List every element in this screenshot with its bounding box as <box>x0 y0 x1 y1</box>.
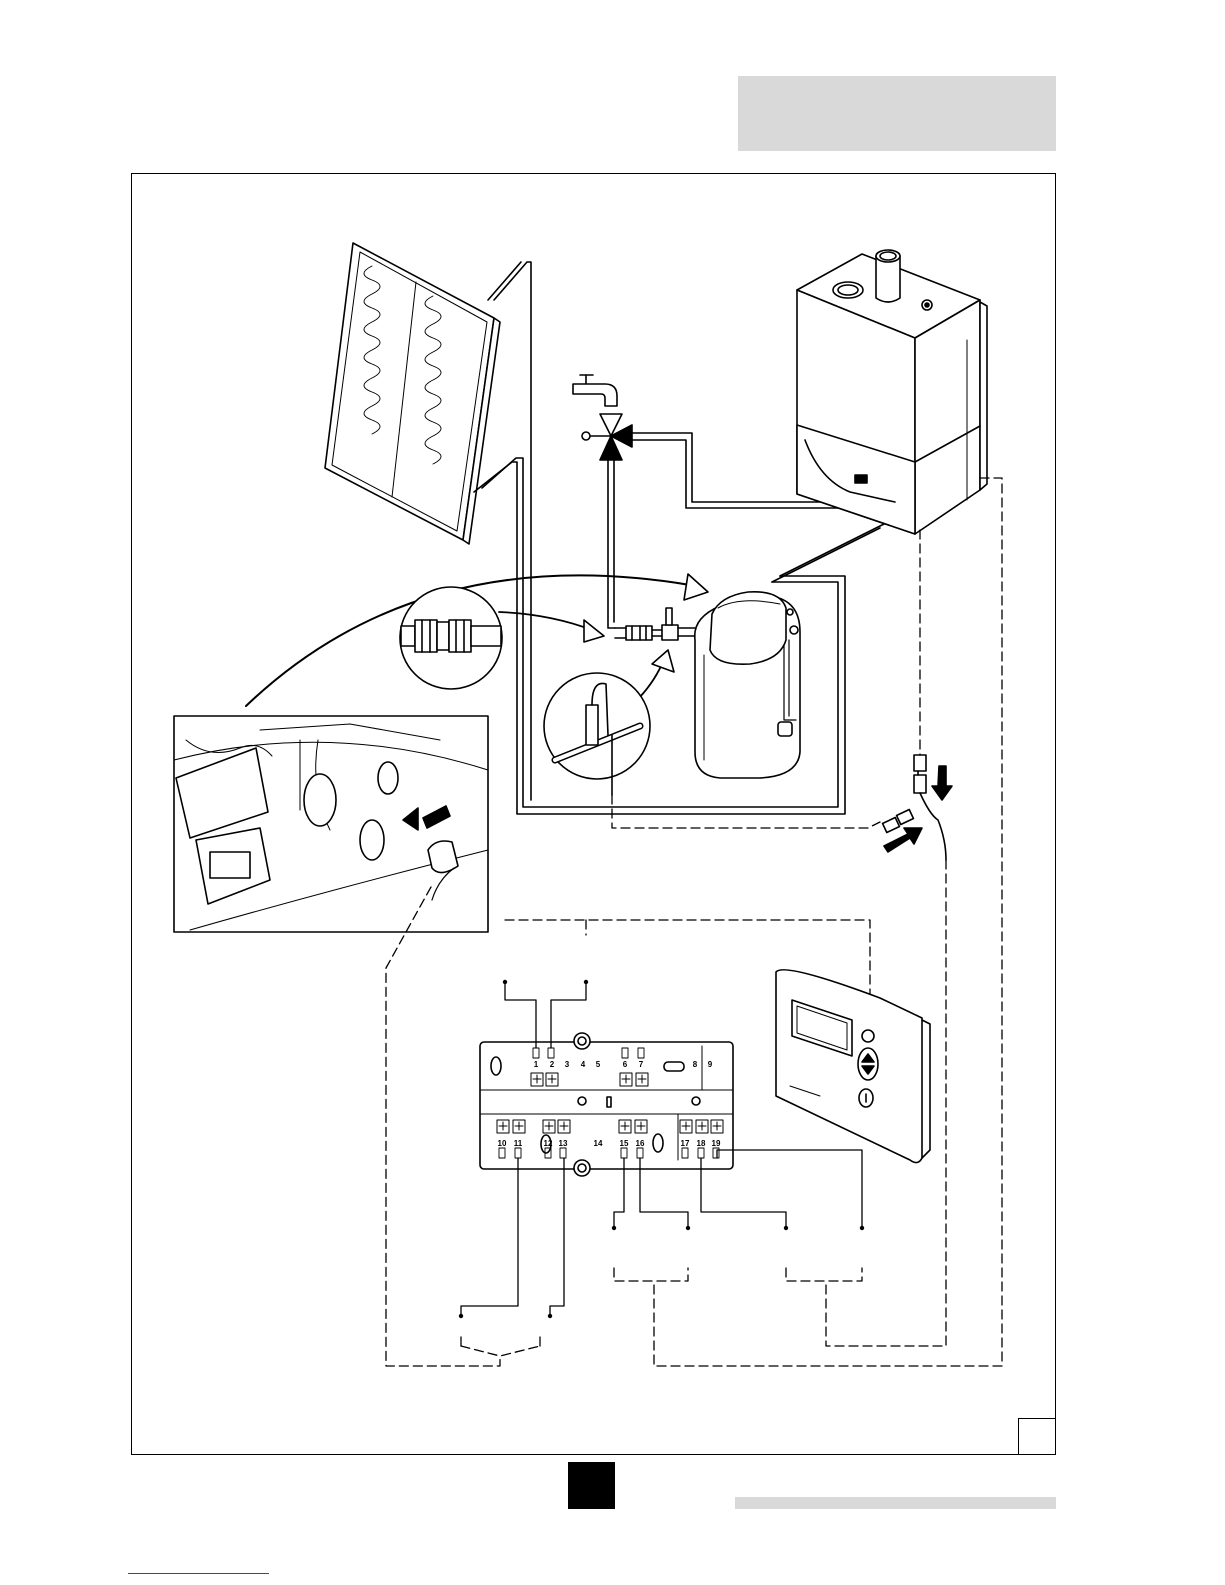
lower-terminal-11: 11 <box>514 1139 523 1148</box>
upper-terminal-6: 6 <box>623 1060 628 1069</box>
upper-terminal-9: 9 <box>708 1060 713 1069</box>
lower-terminal-14: 14 <box>594 1139 603 1148</box>
sensor-probe-icon <box>544 673 650 795</box>
hot-water-cylinder-icon <box>695 592 800 778</box>
upper-terminal-4: 4 <box>581 1060 586 1069</box>
lower-terminal-10: 10 <box>498 1139 507 1148</box>
lower-terminal-19: 19 <box>712 1139 721 1148</box>
terminal-block-icon <box>480 1033 733 1176</box>
upper-terminal-5: 5 <box>596 1060 601 1069</box>
photo-inset <box>174 716 488 932</box>
tap-icon <box>573 375 617 406</box>
upper-terminal-2: 2 <box>550 1060 555 1069</box>
lower-terminal-17: 17 <box>681 1139 690 1148</box>
lower-terminal-15: 15 <box>620 1139 629 1148</box>
lower-terminal-13: 13 <box>559 1139 568 1148</box>
connector-icon <box>883 755 952 860</box>
upper-terminal-8: 8 <box>693 1060 698 1069</box>
upper-terminal-1: 1 <box>534 1060 539 1069</box>
boiler-icon <box>797 250 987 534</box>
thermostat-icon <box>776 970 930 1163</box>
lower-terminal-18: 18 <box>697 1139 706 1148</box>
coupling-zoom-circle <box>400 587 502 689</box>
lower-terminal-16: 16 <box>636 1139 645 1148</box>
coupling-arrow <box>499 612 604 642</box>
upper-terminal-7: 7 <box>639 1060 644 1069</box>
upper-terminal-3: 3 <box>565 1060 570 1069</box>
solar-panel-icon <box>325 243 500 544</box>
pipe-coupling-icon <box>615 608 695 640</box>
lower-terminal-12: 12 <box>544 1139 553 1148</box>
